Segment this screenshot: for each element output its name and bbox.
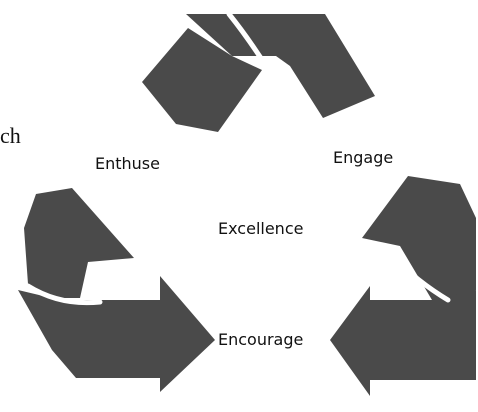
label-encourage: Encourage: [218, 330, 304, 349]
label-enthuse: Enthuse: [95, 154, 160, 173]
right-arrow-fold: [389, 253, 451, 303]
label-engage: Engage: [333, 148, 394, 167]
left-arrow-band: [18, 276, 215, 392]
top-arrow-head: [142, 28, 262, 132]
left-arrow: [18, 188, 215, 392]
right-arrow-up-head: [362, 176, 476, 300]
label-excellence: Excellence: [218, 219, 304, 238]
top-arrow: [142, 11, 375, 132]
clipped-text-fragment: ch: [0, 123, 21, 148]
left-arrow-fold: [25, 283, 103, 306]
top-arrow-band: [186, 14, 375, 118]
left-arrow-up-head: [24, 188, 134, 298]
right-arrow-band: [330, 286, 476, 396]
right-arrow: [330, 176, 476, 396]
top-arrow-fold: [226, 11, 292, 107]
